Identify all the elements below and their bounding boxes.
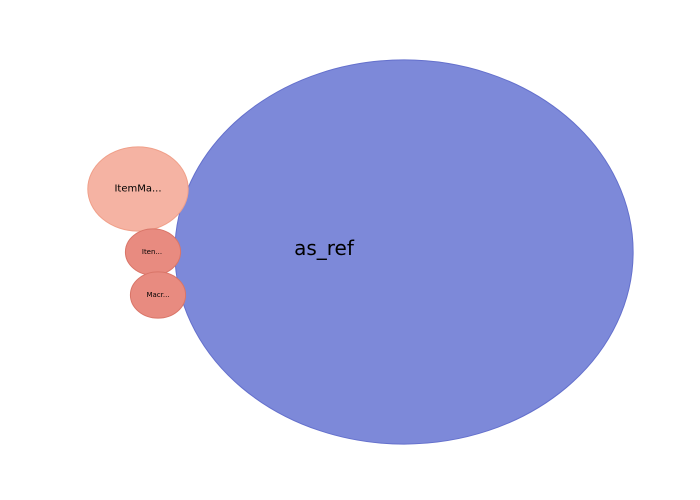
bubble-2: Iten... (124, 228, 182, 276)
bubble-label: Iten... (142, 248, 162, 256)
bubble-circle (87, 146, 189, 232)
bubble-label: ItemMa... (114, 184, 161, 195)
bubble-label: Macr... (146, 291, 169, 299)
bubble-circle (174, 59, 634, 445)
bubble-1: ItemMa... (87, 146, 189, 232)
bubble-0: as_ref (174, 59, 634, 445)
bubble-label: as_ref (294, 236, 355, 260)
bubble-3: Macr... (129, 271, 187, 319)
bubble-circle (129, 271, 187, 319)
